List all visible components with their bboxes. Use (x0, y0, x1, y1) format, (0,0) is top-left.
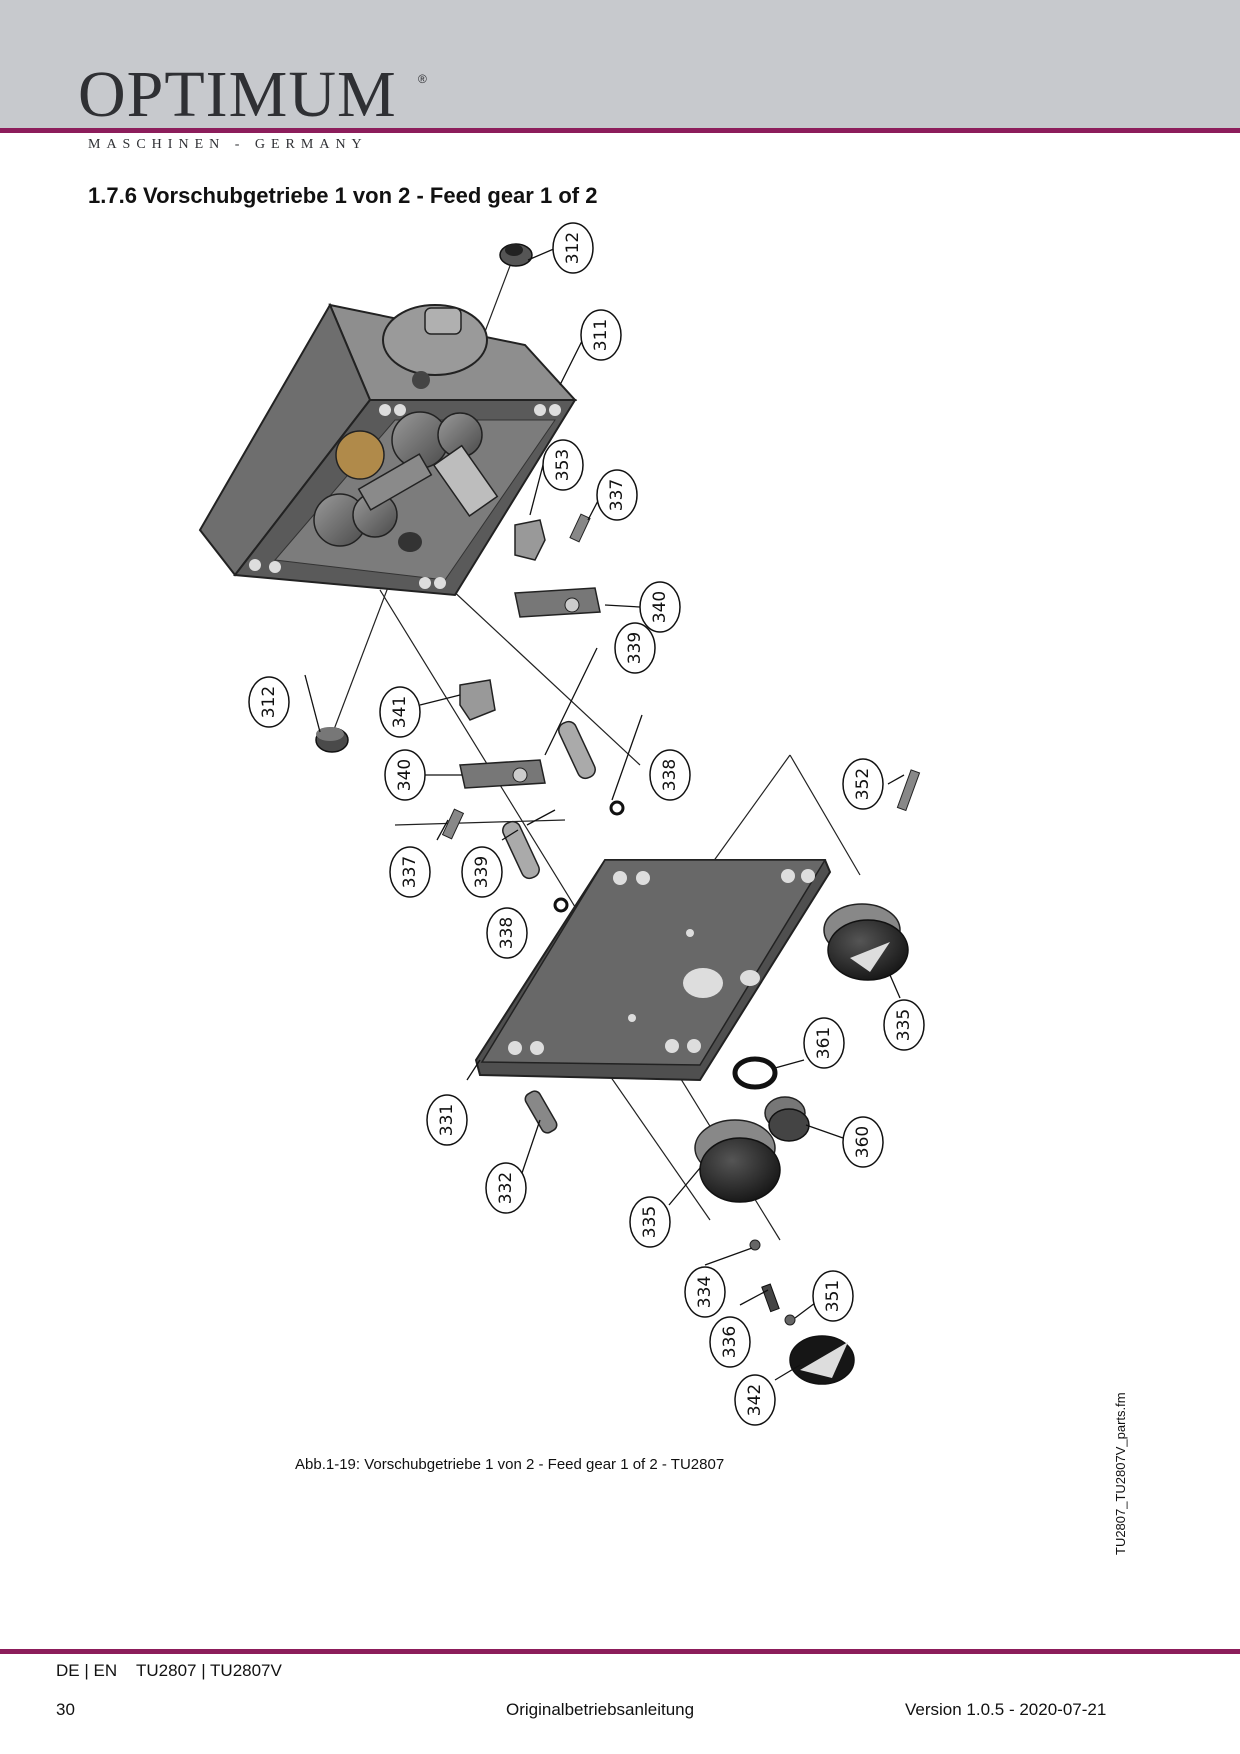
gearbox-plate (474, 859, 832, 1082)
part-callout-332: 332 (496, 1172, 516, 1204)
page-number: 30 (56, 1700, 75, 1719)
part-callout-341: 341 (390, 696, 410, 728)
part-callout-312: 312 (259, 686, 279, 718)
cover-342 (789, 1335, 855, 1385)
footer-languages: DE | EN (56, 1661, 118, 1680)
part-callout-335: 335 (894, 1009, 914, 1041)
knob-335-bottom (694, 1119, 781, 1203)
gearbox-housing (198, 302, 578, 597)
part-callout-339: 339 (625, 632, 645, 664)
spring-336 (761, 1283, 780, 1313)
part-callout-340: 340 (395, 759, 415, 791)
screw-332 (524, 1090, 558, 1134)
footer-rule (0, 1649, 1240, 1654)
header-band (0, 0, 1240, 128)
part-callout-311: 311 (591, 319, 611, 351)
plug-360 (764, 1096, 810, 1142)
exploded-view-drawing: 3123113533373403123413393403383373393383… (198, 222, 925, 1426)
part-callout-342: 342 (745, 1384, 765, 1416)
file-name-label: TU2807_TU2807V_parts.fm (1113, 1392, 1128, 1555)
version-date: Version 1.0.5 - 2020-07-21 (905, 1700, 1107, 1719)
part-callout-336: 336 (720, 1326, 740, 1358)
part-callout-337: 337 (400, 856, 420, 888)
part-callout-338: 338 (497, 917, 517, 949)
brand-tagline: MASCHINEN - GERMANY (88, 137, 368, 152)
part-callout-331: 331 (437, 1104, 457, 1136)
footer-language-models: DE | EN TU2807 | TU2807V (56, 1661, 282, 1681)
part-callout-338: 338 (660, 759, 680, 791)
part-callout-335: 335 (640, 1206, 660, 1238)
o-ring-361 (732, 1056, 778, 1090)
part-callout-337: 337 (607, 479, 627, 511)
part-callout-353: 353 (553, 449, 573, 481)
document-type: Originalbetriebsanleitung (506, 1700, 695, 1719)
part-callout-340: 340 (650, 591, 670, 623)
part-callout-351: 351 (823, 1280, 843, 1312)
small-parts (441, 513, 921, 913)
cap-312-top (499, 243, 533, 267)
part-callout-312: 312 (563, 232, 583, 264)
pin-351 (784, 1314, 796, 1326)
part-callout-339: 339 (472, 856, 492, 888)
registered-mark: ® (418, 72, 427, 86)
section-title: 1.7.6 Vorschubgetriebe 1 von 2 - Feed ge… (88, 183, 598, 208)
figure-caption: Abb.1-19: Vorschubgetriebe 1 von 2 - Fee… (295, 1456, 725, 1473)
ball-334 (749, 1239, 761, 1251)
header-rule (0, 128, 1240, 133)
part-callout-360: 360 (853, 1126, 873, 1158)
cap-312-bottom (315, 727, 349, 753)
part-callout-352: 352 (853, 768, 873, 800)
knob-335-top (823, 903, 909, 981)
part-callout-334: 334 (695, 1276, 715, 1308)
part-callout-361: 361 (814, 1027, 834, 1059)
brand-logo: OPTIMUM (78, 58, 397, 131)
footer-models: TU2807 | TU2807V (136, 1661, 282, 1680)
